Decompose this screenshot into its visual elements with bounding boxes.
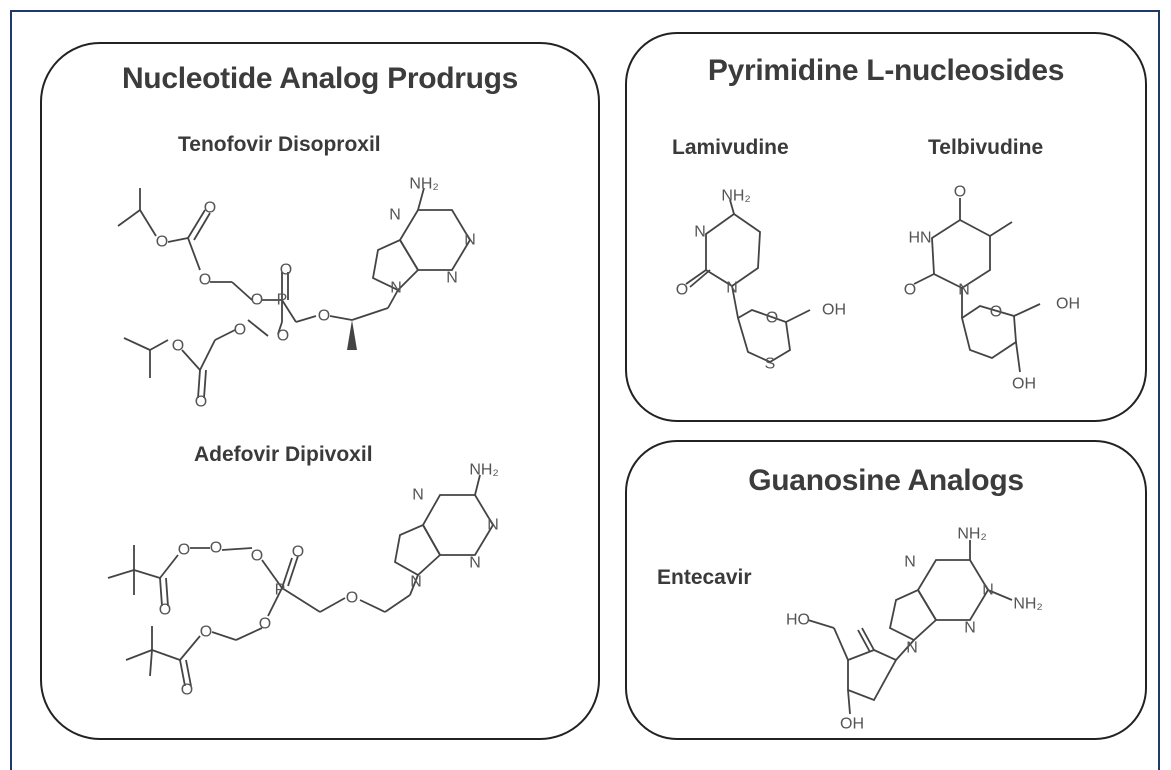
- svg-text:O: O: [199, 272, 211, 289]
- svg-text:N: N: [410, 574, 422, 591]
- panel-nucleotide-analog-prodrugs: Nucleotide Analog Prodrugs: [40, 42, 600, 740]
- svg-text:O: O: [904, 282, 916, 299]
- panel-guanosine-analogs: Guanosine Analogs: [625, 440, 1147, 740]
- svg-text:N: N: [958, 282, 970, 299]
- svg-text:OH: OH: [840, 716, 864, 733]
- structure-lamivudine: NH₂ N O N O S OH: [676, 188, 846, 373]
- svg-text:O: O: [210, 540, 222, 557]
- svg-text:N: N: [904, 554, 916, 571]
- panel-title: Guanosine Analogs: [748, 464, 1024, 497]
- svg-text:O: O: [676, 282, 688, 299]
- svg-text:OH: OH: [1056, 296, 1080, 313]
- svg-text:O: O: [234, 322, 246, 339]
- svg-text:O: O: [277, 328, 289, 345]
- structure-entecavir: NH₂ N N N N NH₂ HO OH: [786, 526, 1043, 733]
- panel-title: Nucleotide Analog Prodrugs: [121, 62, 519, 95]
- svg-text:O: O: [172, 338, 184, 355]
- svg-text:OH: OH: [822, 302, 846, 319]
- compound-label-adefovir: Adefovir Dipivoxil: [194, 443, 373, 466]
- svg-text:N: N: [389, 207, 401, 224]
- svg-text:O: O: [204, 200, 216, 217]
- svg-text:O: O: [156, 234, 168, 251]
- svg-text:O: O: [766, 310, 778, 327]
- svg-text:N: N: [487, 517, 499, 534]
- svg-text:S: S: [765, 356, 776, 373]
- svg-text:O: O: [346, 590, 358, 607]
- compound-label-tenofovir: Tenofovir Disoproxil: [178, 133, 381, 156]
- svg-text:N: N: [964, 620, 976, 637]
- svg-text:O: O: [251, 292, 263, 309]
- compound-label-telbivudine: Telbivudine: [928, 136, 1044, 159]
- svg-text:NH₂: NH₂: [409, 176, 438, 193]
- svg-text:NH₂: NH₂: [957, 526, 986, 543]
- svg-text:NH₂: NH₂: [721, 188, 750, 205]
- svg-text:O: O: [159, 602, 171, 619]
- svg-text:N: N: [446, 270, 458, 287]
- svg-text:N: N: [469, 555, 481, 572]
- compound-label-entecavir: Entecavir: [657, 566, 752, 589]
- svg-text:O: O: [990, 304, 1002, 321]
- svg-text:N: N: [464, 232, 476, 249]
- svg-text:O: O: [181, 682, 193, 699]
- svg-text:NH₂: NH₂: [469, 462, 498, 479]
- svg-text:HN: HN: [908, 230, 931, 247]
- structure-tenofovir-disoproxil: NH₂ N N N N O P O O O O O O O O O: [117, 176, 476, 411]
- svg-text:O: O: [292, 544, 304, 561]
- svg-text:O: O: [954, 184, 966, 201]
- svg-text:O: O: [251, 548, 263, 565]
- svg-text:NH₂: NH₂: [1013, 596, 1042, 613]
- svg-text:O: O: [259, 616, 271, 633]
- svg-text:O: O: [195, 394, 207, 411]
- svg-text:O: O: [200, 624, 212, 641]
- svg-text:O: O: [280, 262, 292, 279]
- svg-text:N: N: [906, 640, 918, 657]
- svg-text:OH: OH: [1012, 376, 1036, 393]
- svg-text:P: P: [277, 292, 288, 309]
- svg-text:N: N: [982, 582, 994, 599]
- svg-text:P: P: [275, 582, 286, 599]
- structure-telbivudine: O HN O N O OH OH: [904, 184, 1080, 393]
- svg-text:N: N: [390, 280, 402, 297]
- svg-text:N: N: [412, 487, 424, 504]
- panel-title: Pyrimidine L-nucleosides: [707, 54, 1065, 87]
- svg-text:N: N: [726, 280, 738, 297]
- structure-adefovir-dipivoxil: NH₂ N N N N O P O O O O O O O O: [107, 462, 499, 699]
- panel-pyrimidine-l-nucleosides: Pyrimidine L-nucleosides: [625, 32, 1147, 422]
- svg-text:O: O: [178, 542, 190, 559]
- svg-text:O: O: [318, 308, 330, 325]
- figure-frame: [10, 10, 1160, 770]
- svg-text:HO: HO: [786, 612, 810, 629]
- compound-label-lamivudine: Lamivudine: [672, 136, 789, 159]
- svg-text:N: N: [694, 224, 706, 241]
